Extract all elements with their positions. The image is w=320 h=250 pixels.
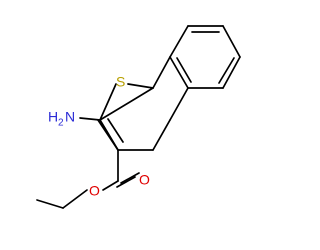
bond bbox=[102, 180, 119, 191]
amine-label: H 2 N bbox=[48, 109, 75, 129]
bond bbox=[127, 83, 154, 89]
bond-double-inner bbox=[107, 118, 124, 143]
sulfur-label: S bbox=[116, 74, 125, 90]
bond bbox=[152, 119, 171, 151]
bond bbox=[169, 25, 189, 58]
bond bbox=[222, 25, 241, 58]
thiophene-ring bbox=[79, 83, 154, 151]
bond-carbonyl bbox=[120, 172, 140, 184]
bond bbox=[152, 56, 171, 89]
carbonyl-oxygen-label: O bbox=[139, 172, 150, 188]
bond-double-inner bbox=[176, 57, 192, 83]
dihydro-ring bbox=[99, 56, 189, 151]
amine-h-label: H bbox=[48, 109, 58, 125]
benzene-ring bbox=[169, 25, 241, 89]
bond bbox=[99, 87, 154, 121]
bond-carbonyl bbox=[116, 176, 136, 188]
bond bbox=[99, 83, 117, 121]
ester-oxygen-label: O bbox=[89, 183, 100, 199]
bond bbox=[62, 189, 88, 209]
amine-subscript-label: 2 bbox=[58, 118, 64, 129]
molecule-structure: S H 2 N O O bbox=[36, 25, 241, 209]
ester-group bbox=[36, 149, 140, 209]
bond bbox=[36, 199, 64, 209]
bond bbox=[222, 56, 241, 89]
bond bbox=[99, 119, 119, 151]
bond bbox=[169, 87, 189, 121]
amine-n-label: N bbox=[65, 109, 75, 125]
bond bbox=[79, 117, 101, 121]
bond-double-inner bbox=[218, 57, 235, 84]
bond bbox=[169, 56, 189, 89]
